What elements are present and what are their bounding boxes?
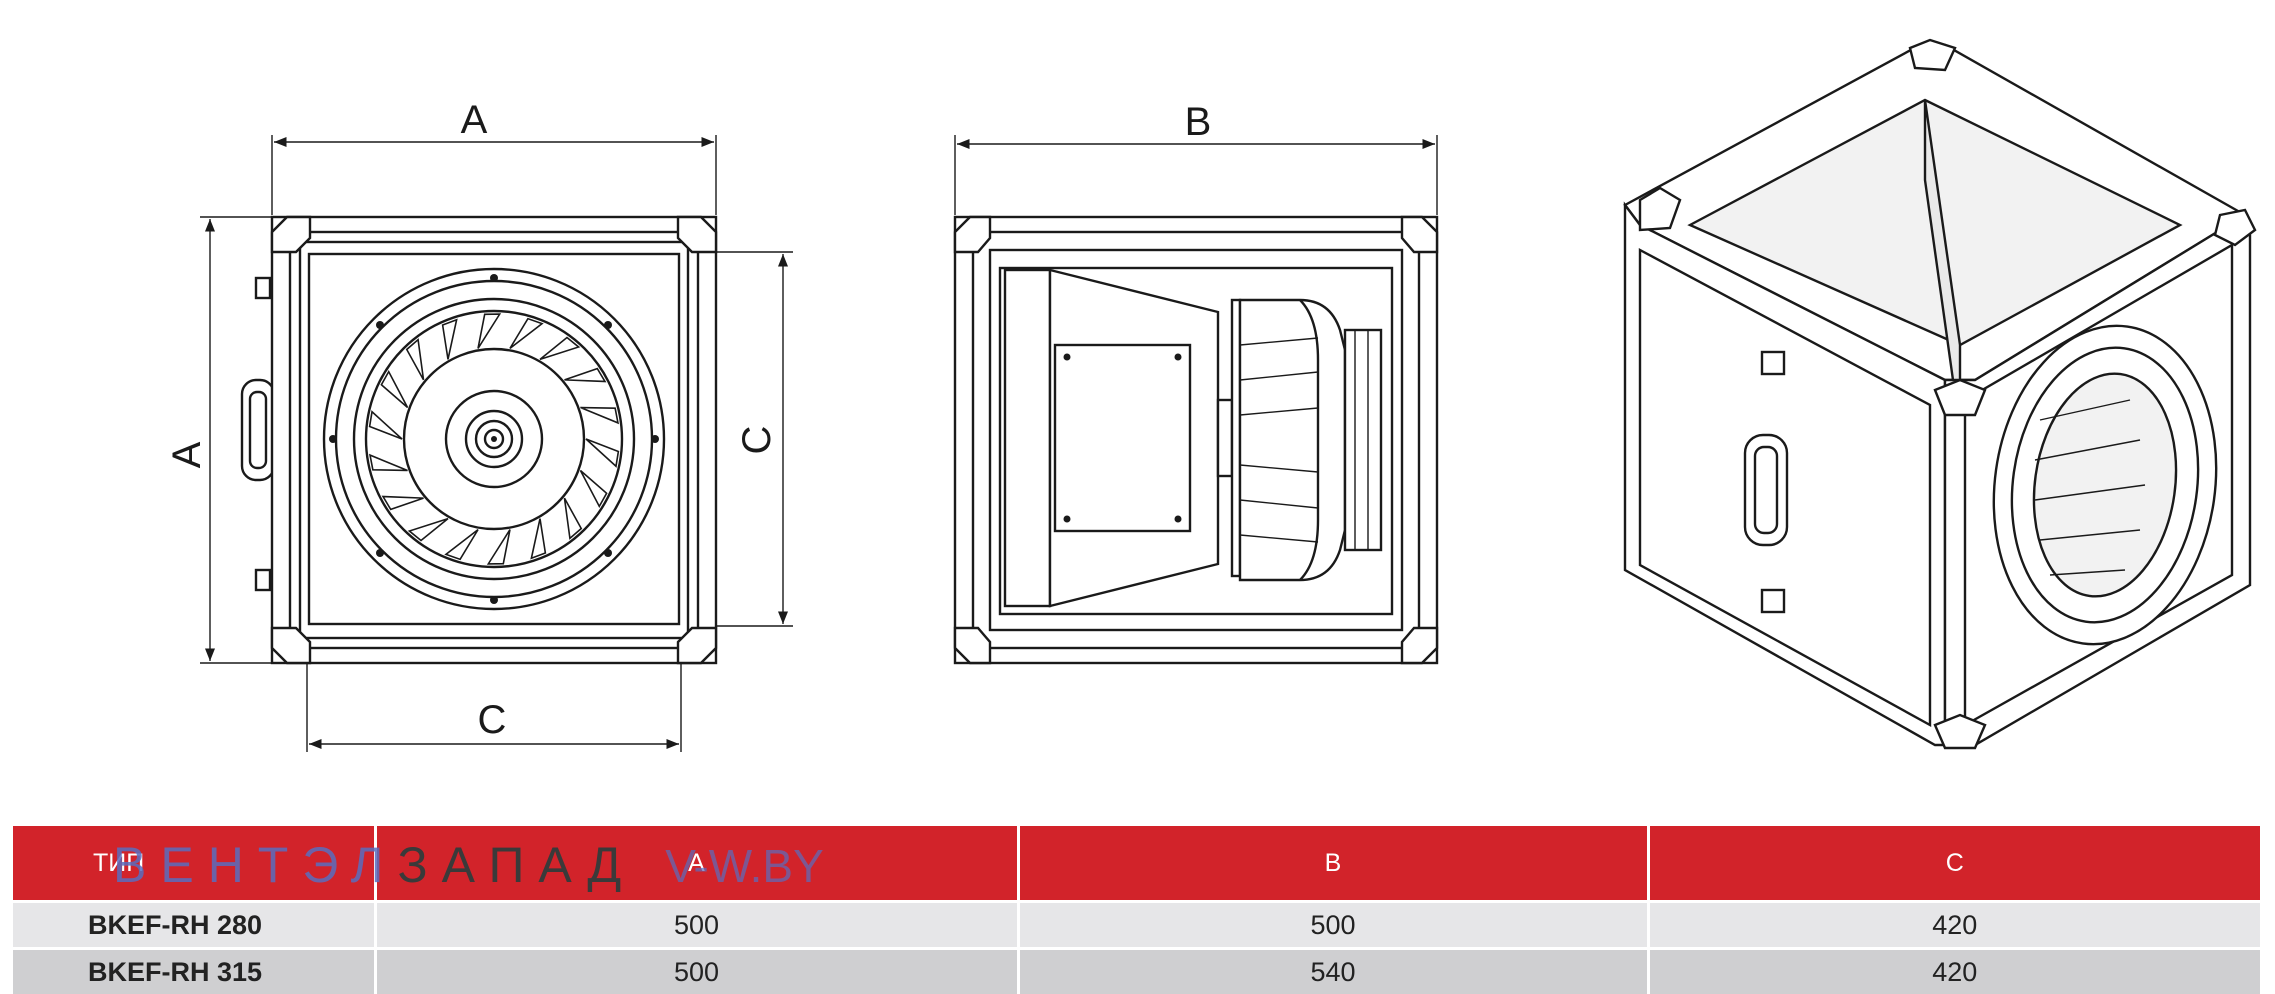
header-b: B — [1018, 826, 1648, 902]
dim-label-c-bottom: C — [478, 698, 507, 742]
watermark-part3: V-W.BY — [665, 840, 823, 892]
cell-c: 420 — [1648, 949, 2260, 994]
front-view: A A C C — [165, 98, 793, 752]
side-view: B — [955, 100, 1437, 663]
dim-label-c-right: C — [735, 426, 779, 455]
table-row: BKEF-RH 280 500 500 420 — [13, 902, 2260, 949]
cell-c: 420 — [1648, 902, 2260, 949]
table-row: BKEF-RH 315 500 540 420 — [13, 949, 2260, 994]
dim-label-a-left: A — [165, 441, 209, 468]
cell-a: 500 — [375, 949, 1018, 994]
cell-model: BKEF-RH 315 — [13, 949, 375, 994]
isometric-view — [1625, 40, 2255, 748]
cell-b: 500 — [1018, 902, 1648, 949]
header-c: C — [1648, 826, 2260, 902]
cell-model: BKEF-RH 280 — [13, 902, 375, 949]
watermark-part2: ЗАПАД — [397, 837, 635, 893]
cell-a: 500 — [375, 902, 1018, 949]
dim-label-b: B — [1185, 100, 1212, 144]
watermark-part1: ВЕНТЭЛ — [113, 837, 397, 893]
watermark: ВЕНТЭЛЗАПАД V-W.BY — [113, 836, 824, 894]
dim-label-a-top: A — [461, 98, 488, 142]
technical-drawings: A A C C — [0, 0, 2275, 800]
cell-b: 540 — [1018, 949, 1648, 994]
